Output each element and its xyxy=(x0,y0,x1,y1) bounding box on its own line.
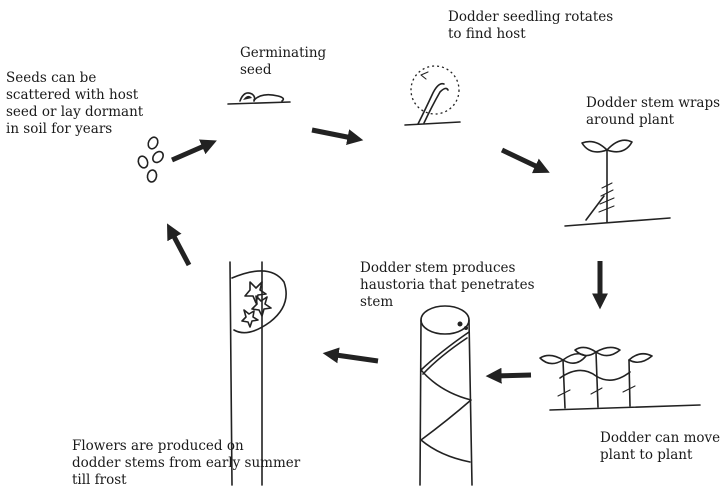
arrow-move-to-haustoria xyxy=(485,367,532,384)
arrow-haustoria-to-flowers xyxy=(322,347,379,364)
arrow-germinating-to-seedling xyxy=(311,127,364,145)
label-stem-wraps: Dodder stem wraps around plant xyxy=(586,95,721,128)
seeds-illustration xyxy=(137,136,164,183)
arrow-flowers-to-seeds xyxy=(167,223,192,267)
label-seedling-rotates: Dodder seedling rotates to find host xyxy=(448,9,614,42)
arrow-seedling-to-wraps xyxy=(500,147,550,174)
label-germinating-seed: Germinating seed xyxy=(240,45,327,78)
label-haustoria: Dodder stem produces haustoria that pene… xyxy=(360,260,535,310)
cycle-arrows xyxy=(167,127,609,384)
arrow-seeds-to-germinating xyxy=(171,139,217,163)
flowers-stem-illustration xyxy=(229,261,287,486)
move-plant-illustration xyxy=(539,346,701,411)
stem-wraps-illustration xyxy=(564,139,671,227)
label-move-plant: Dodder can move plant to plant xyxy=(600,430,721,463)
haustoria-stem-illustration xyxy=(419,305,473,486)
seedling-illustration xyxy=(404,65,461,126)
germinating-seed-illustration xyxy=(227,92,291,105)
label-seeds: Seeds can be scattered with host seed or… xyxy=(6,70,144,137)
